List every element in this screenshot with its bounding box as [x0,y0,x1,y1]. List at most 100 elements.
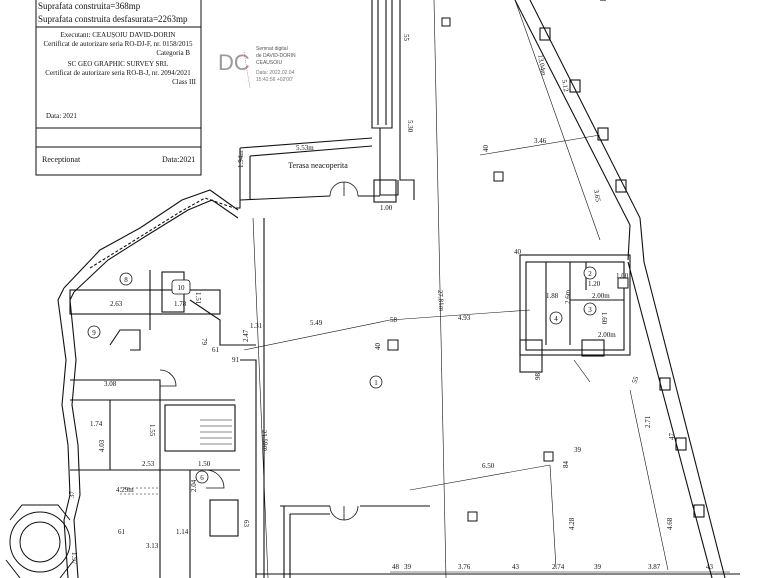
dim-1-31: 1.31 [250,322,263,330]
dim-40-c: 40 [374,343,382,351]
dim-1-60: 1.60 [600,312,608,325]
bottom-dim-43-a: 43 [512,563,520,571]
hatched-stair [120,419,232,495]
dim-2-71: 2.71 [644,415,652,428]
dim-5-53: 5.53m [296,144,314,152]
executant-category: Categoria B [156,49,190,57]
executant-name: Executant: CEAUȘOIU DAVID-DORIN [61,31,176,39]
dim-5-12: 5.12 [560,79,570,93]
dim-61-a: 61 [212,346,220,354]
dim-1-55: 1.55 [148,424,156,437]
signature-logo: DC [218,50,250,75]
company-cert: Certificat de autorizare seria RO-B-J, n… [45,69,191,77]
signature-line1: Semnat digital [256,46,288,52]
walls [57,0,740,578]
digital-signature: DC Semnat digital de DAVID-DORIN CEAUSOI… [218,46,296,89]
signature-line5: 15:42:56 +02'00' [256,77,293,83]
dim-1-00-a: 1.00 [380,204,393,212]
dim-47: 47 [668,433,676,441]
dim-40-a: 40 [482,145,490,153]
signature-line4: Data: 2022.02.04 [256,70,295,76]
dim-4-68: 4.68 [666,517,674,530]
dim-3-13: 3.13 [146,542,159,550]
room-4-number: 4 [554,315,558,323]
dim-1-74: 1.74 [90,420,103,428]
room-10-number: 10 [178,284,186,292]
room-1-number: 1 [374,379,378,387]
bottom-dim-43-b: 43 [706,563,714,571]
dim-63: 63 [242,520,250,528]
company-name: SC GEO GRAPHIC SURVEY SRL [68,60,169,68]
dim-4-29: 4.29m [116,486,134,494]
area-developed-text: Suprafata construita desfasurata=2263mp [38,14,188,24]
dim-1-97: 1.97 [70,552,78,565]
dim-1-20: 1.20 [588,280,601,288]
dim-2-00-a: 2.00m [592,292,610,300]
room-9-number: 9 [92,329,96,337]
dim-2-00-b: 2.00m [598,331,616,339]
markers [387,17,629,522]
dim-55: 55 [402,34,410,42]
dim-2-47: 2.47 [242,329,250,342]
date-line: Data: 2021 [46,112,77,120]
dim-2-53: 2.53 [142,460,155,468]
doors [159,181,359,521]
dim-4-93: 4.93 [458,314,471,322]
bottom-dim-3-76: 3.76 [458,563,471,571]
company-class: Class III [172,78,197,86]
dim-1-88: 1.88 [546,292,559,300]
dim-1-78: 1.78 [174,300,187,308]
dim-79: 79 [200,338,208,346]
dim-27-81: 27.81m [436,290,445,312]
dim-6-50: 6.50 [482,462,495,470]
dim-1-00-b: 1.00 [616,272,629,280]
room-6-number: 6 [200,474,204,482]
dim-3-46: 3.46 [534,137,547,145]
bottom-dim-39-a: 39 [404,563,412,571]
receptie-date: Data:2021 [162,155,195,164]
dim-58: 58 [390,316,398,324]
dim-1-51: 1.51 [194,292,202,305]
signature-line2: de DAVID-DORIN [256,53,296,59]
dim-5-30: 5.30 [406,120,414,133]
receptionat-label: Receptionat [42,155,81,164]
dimension-labels: 5.53m 1.94m 1.00 5.30 55 13.04m 5.12 3.4… [68,34,676,565]
bottom-dim-48: 48 [392,563,400,571]
bottom-dim-39-b: 39 [594,563,602,571]
room-3-number: 3 [588,306,592,314]
dim-5-49: 5.49 [310,319,323,327]
dim-1-94: 1.94m [237,150,245,168]
room-2-number: 2 [588,270,592,278]
terrace-label: Terasa neacoperita [288,161,348,170]
dim-4-03: 4.03 [98,439,106,452]
dim-39: 39 [574,446,582,454]
dim-3-65: 3.65 [592,189,602,203]
dim-98: 98 [534,373,542,381]
room-markers [87,266,597,484]
dim-37: 37 [68,491,76,499]
dim-1-14: 1.14 [176,528,189,536]
dim-13-04: 13.04m [536,54,548,77]
dim-84: 84 [562,461,570,469]
room-8-number: 8 [124,276,128,284]
dim-1-50: 1.50 [198,460,211,468]
dim-2-04: 2.04 [190,479,198,492]
dim-55-b: 55 [630,375,640,385]
signature-line3: CEAUSOIU [256,60,283,66]
dim-61-b: 61 [118,528,126,536]
dim-21-59: 21.59m [260,430,269,452]
bottom-dim-2-74: 2.74 [552,563,565,571]
dim-40-b: 40 [514,248,522,256]
dim-2-63: 2.63 [110,300,123,308]
bottom-dim-3-87: 3.87 [648,563,661,571]
round-stair [5,504,75,578]
guide-lines [243,0,669,578]
dim-4-28: 4.28 [568,517,576,530]
executant-cert: Certificat de autorizare seria RO-DJ-F, … [43,40,193,48]
dim-2-6: 2.6m [564,289,572,304]
dim-3-08: 3.08 [104,380,117,388]
dim-91: 91 [232,356,240,364]
area-built-text: Suprafata construita=368mp [38,1,141,11]
bottom-dimension-chain: 48 39 3.76 43 2.74 39 3.87 43 [390,563,730,573]
